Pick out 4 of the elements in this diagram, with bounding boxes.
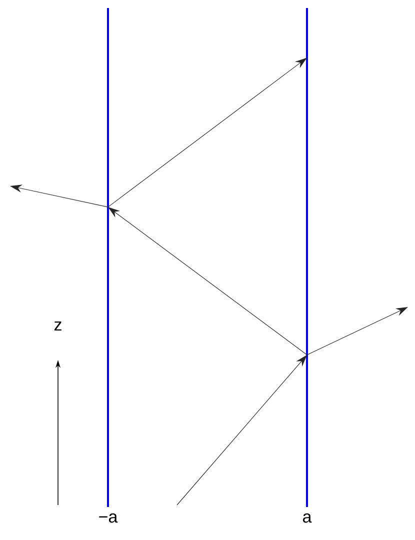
ray-arrow	[108, 207, 308, 356]
wall-label: −a	[99, 513, 118, 523]
wall-label: a	[303, 513, 312, 523]
axis-label: z	[54, 322, 62, 330]
